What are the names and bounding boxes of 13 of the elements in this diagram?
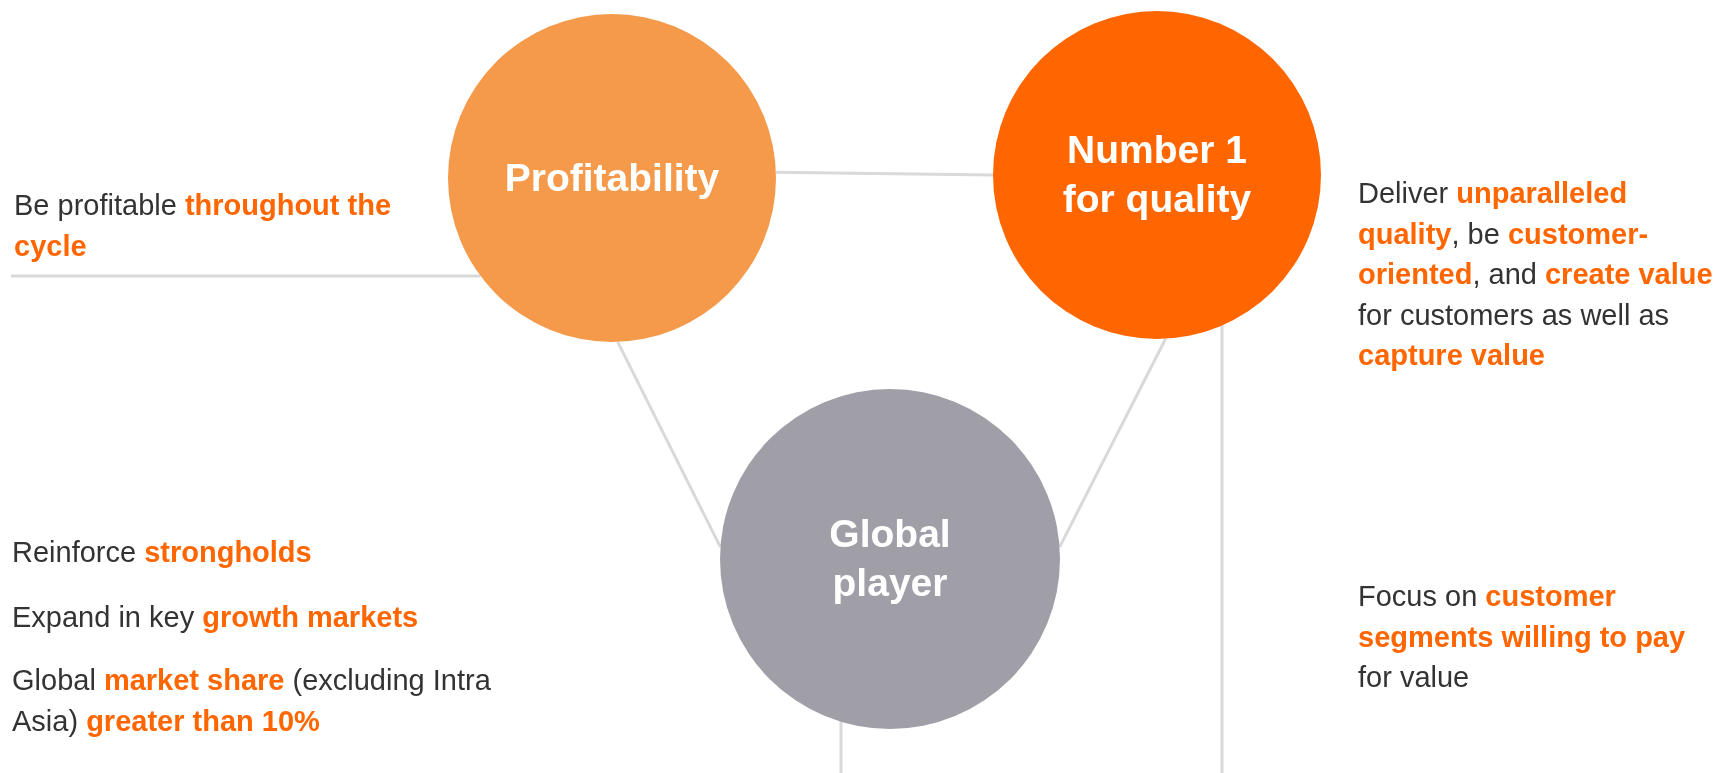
- node-title: Number 1 for quality: [1061, 127, 1253, 222]
- connector-line: [775, 170, 994, 177]
- connector-line: [11, 274, 481, 278]
- connector-line: [1058, 338, 1167, 548]
- text-note: Reinforce strongholds: [12, 535, 313, 570]
- connector-line: [616, 341, 722, 548]
- node-title: Global player: [828, 511, 952, 606]
- text-note: Deliver unparalleled quality, be customer-oriented, and create value for customers as well as capture value: [1358, 176, 1714, 374]
- node-title: Profitability: [503, 154, 721, 201]
- text-note: Global market share (excluding Intra Asia) greater than 10%: [12, 663, 492, 739]
- text-note: Focus on customer segments willing to pay for value: [1358, 579, 1687, 696]
- text-note: Expand in key growth markets: [12, 600, 420, 635]
- text-note: Be profitable throughout the cycle: [14, 185, 434, 267]
